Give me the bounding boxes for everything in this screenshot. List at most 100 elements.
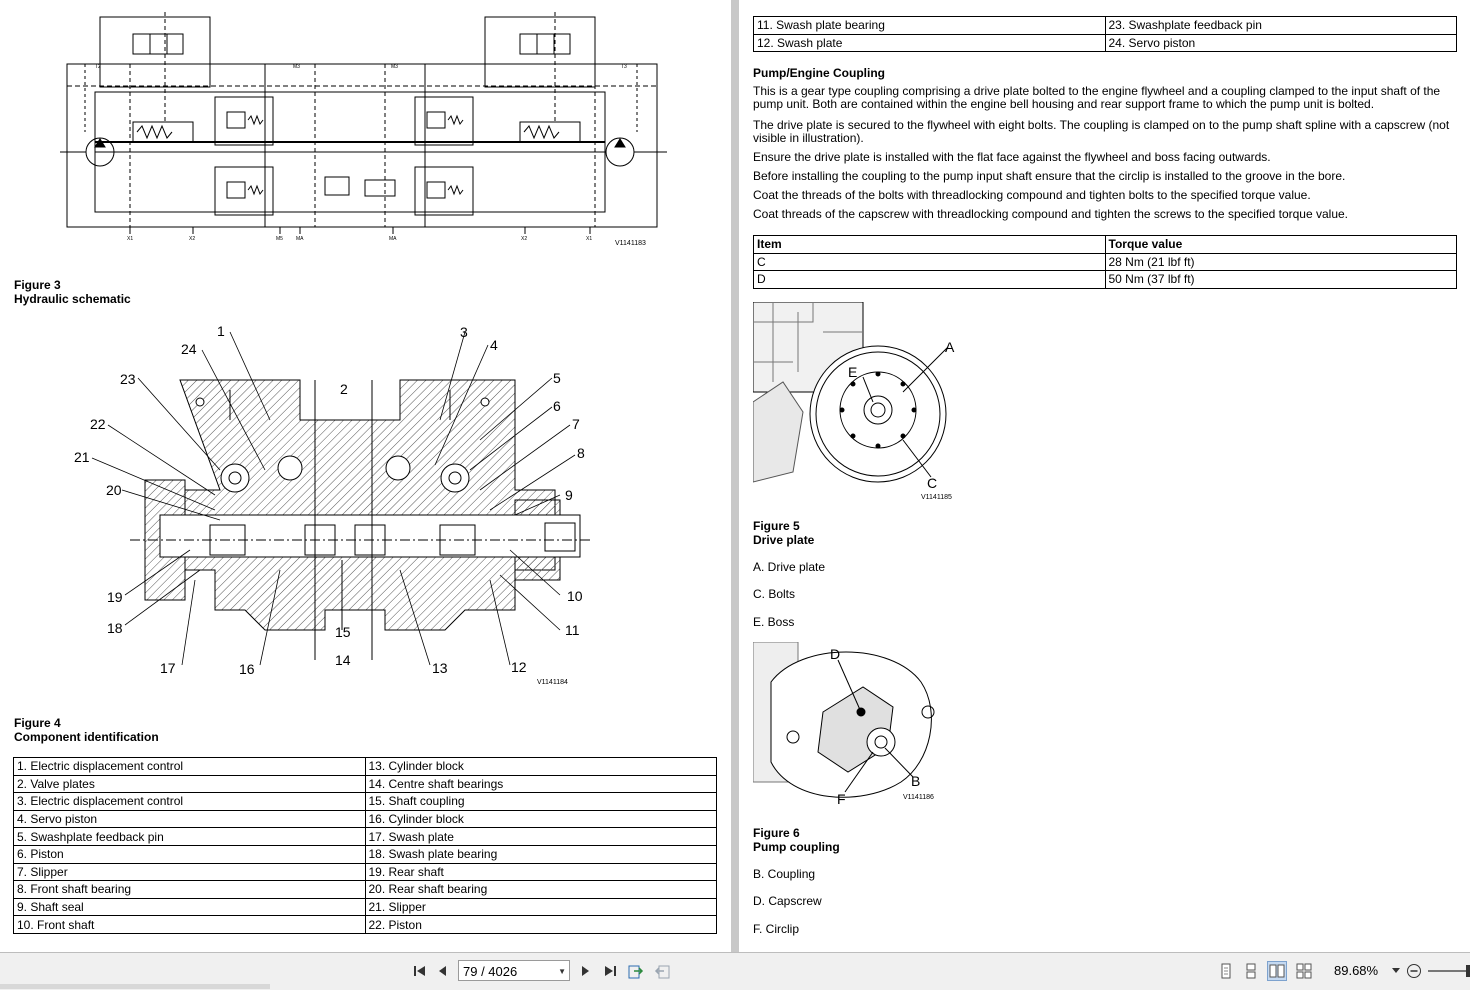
legend-item: A. Drive plate: [753, 560, 826, 574]
zoom-out-button[interactable]: [1404, 961, 1424, 981]
figure6-label-f: F: [837, 791, 846, 807]
figure-code: V1141186: [903, 794, 934, 801]
paragraph: Coat threads of the capscrew with thread…: [753, 207, 1349, 221]
table-cell: 9. Shaft seal: [13, 897, 366, 917]
figure6-label-b: B: [911, 773, 920, 789]
next-page-button[interactable]: [576, 961, 596, 981]
table-cell: 5. Swashplate feedback pin: [13, 827, 366, 846]
first-page-icon: [414, 966, 425, 976]
dropdown-arrow-icon[interactable]: ▼: [558, 967, 566, 976]
legend-item: D. Capscrew: [753, 894, 822, 908]
callout-1: 1: [217, 323, 225, 339]
dropdown-arrow-icon: [1392, 968, 1400, 973]
last-page-button[interactable]: [600, 961, 620, 981]
table-cell: Torque value: [1104, 235, 1457, 254]
svg-text:X1: X1: [586, 236, 592, 242]
continuous-view-button[interactable]: [1241, 961, 1261, 981]
svg-text:MA: MA: [296, 236, 304, 242]
last-page-icon: [605, 966, 616, 976]
next-page-icon: [582, 966, 589, 976]
callout-15: 15: [335, 624, 351, 640]
table-cell: 3. Electric displacement control: [13, 792, 366, 811]
figure-code: V1141184: [537, 679, 568, 686]
callout-2: 2: [340, 381, 348, 397]
table-cell: 24. Servo piston: [1104, 33, 1457, 53]
zoom-menu-button[interactable]: [1390, 961, 1402, 981]
figure-code: V1141185: [921, 494, 952, 501]
callout-20: 20: [106, 482, 122, 498]
svg-text:M3: M3: [391, 64, 398, 70]
paragraph: Coat the threads of the bolts with threa…: [753, 188, 1311, 202]
pump-coupling-figure: D B F: [753, 642, 935, 807]
go-back-view-button[interactable]: [626, 961, 646, 981]
table-cell: 1. Electric displacement control: [13, 757, 366, 776]
callout-17: 17: [160, 660, 176, 676]
figure-title: Hydraulic schematic: [14, 292, 131, 306]
table-cell: 28 Nm (21 lbf ft): [1104, 252, 1457, 272]
figure-caption: Figure 6 Pump coupling: [753, 826, 840, 854]
previous-view-icon: [628, 965, 644, 979]
horizontal-scrollbar[interactable]: [0, 984, 270, 989]
go-forward-view-button[interactable]: [652, 961, 672, 981]
svg-text:MA: MA: [389, 236, 397, 242]
single-page-icon: [1221, 963, 1231, 979]
first-page-button[interactable]: [410, 961, 430, 981]
pump-cross-section-figure: 1 2 3 4 5 6 7 8 9 10 11 12 13 14 15 16 1…: [74, 323, 590, 677]
svg-text:X2: X2: [521, 236, 527, 242]
callout-16: 16: [239, 661, 255, 677]
callout-3: 3: [460, 324, 468, 340]
zoom-out-icon: [1407, 964, 1421, 978]
page-number-field[interactable]: 79 / 4026 ▼: [458, 960, 570, 981]
callout-21: 21: [74, 449, 90, 465]
table-cell: 16. Cylinder block: [364, 809, 717, 829]
table-cell: 17. Swash plate: [364, 827, 717, 846]
figure5-label-e: E: [848, 364, 857, 380]
callout-22: 22: [90, 416, 106, 432]
table-cell: Item: [753, 235, 1106, 254]
table-cell: 4. Servo piston: [13, 809, 366, 829]
table-cell: 50 Nm (37 lbf ft): [1104, 270, 1457, 289]
legend-item: B. Coupling: [753, 867, 816, 881]
legend-item: F. Circlip: [753, 922, 800, 936]
facing-pages-view-button[interactable]: [1267, 961, 1287, 981]
legend-item: E. Boss: [753, 615, 795, 629]
continuous-facing-view-button[interactable]: [1294, 961, 1314, 981]
paragraph: Ensure the drive plate is installed with…: [753, 150, 1271, 164]
table-cell: 20. Rear shaft bearing: [364, 880, 717, 899]
figure-number: Figure 4: [14, 716, 61, 730]
table-cell: C: [753, 252, 1106, 272]
svg-text:T3: T3: [621, 64, 627, 70]
table-cell: 19. Rear shaft: [364, 862, 717, 882]
table-cell: 11. Swash plate bearing: [753, 16, 1106, 35]
svg-text:X2: X2: [189, 236, 195, 242]
paragraph: Before installing the coupling to the pu…: [753, 169, 1346, 183]
table-cell: 2. Valve plates: [13, 774, 366, 794]
figure5-label-a: A: [945, 339, 955, 355]
table-cell: 8. Front shaft bearing: [13, 880, 366, 899]
table-cell: 21. Slipper: [364, 897, 717, 917]
callout-13: 13: [432, 660, 448, 676]
callout-14: 14: [335, 652, 351, 668]
previous-page-button[interactable]: [432, 961, 452, 981]
single-page-view-button[interactable]: [1216, 961, 1236, 981]
figure-code: V1141183: [615, 240, 646, 247]
callout-19: 19: [107, 589, 123, 605]
zoom-slider-handle[interactable]: [1466, 965, 1470, 977]
callout-6: 6: [553, 398, 561, 414]
table-cell: 22. Piston: [364, 915, 717, 934]
paragraph: The drive plate is secured to the flywhe…: [753, 118, 1450, 145]
figure-caption: Figure 4 Component identification: [14, 716, 159, 744]
zoom-slider[interactable]: [1428, 965, 1470, 977]
